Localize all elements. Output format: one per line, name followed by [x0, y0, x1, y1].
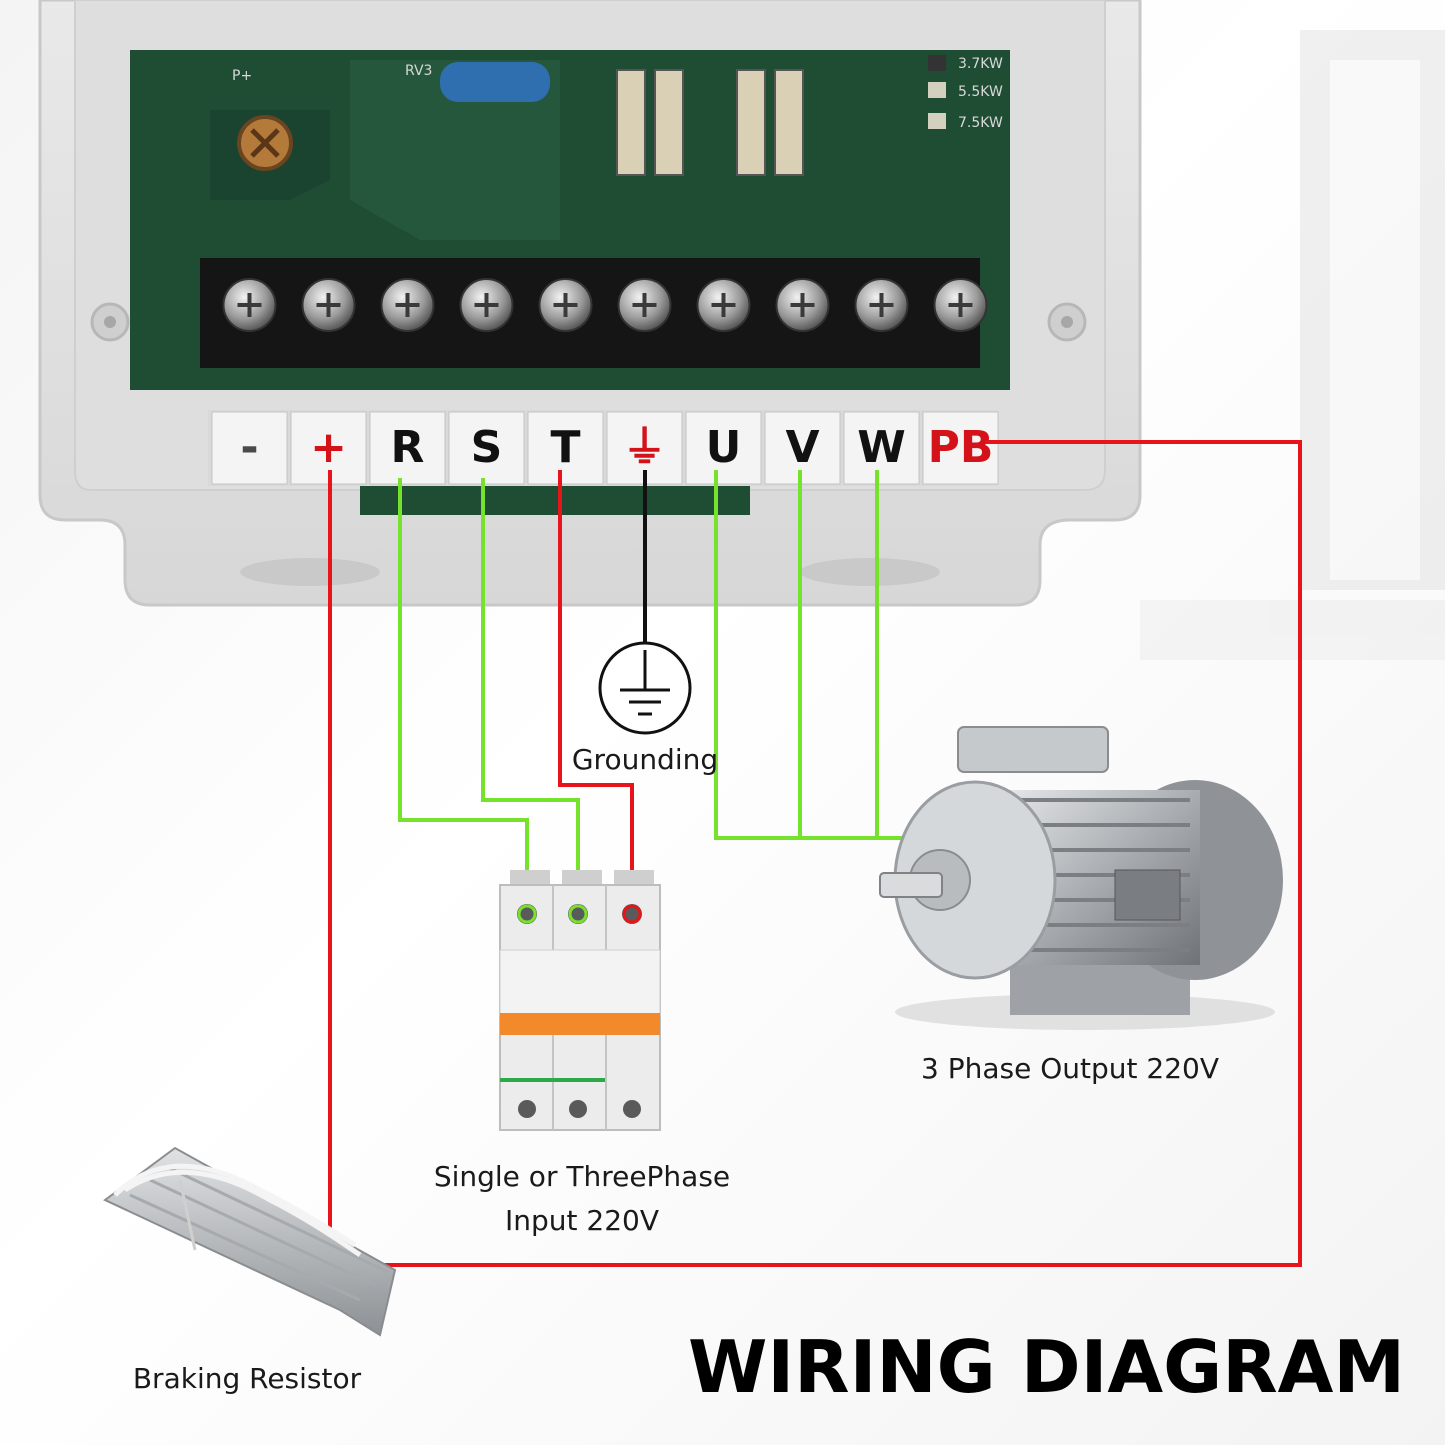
terminal-label: + — [310, 422, 347, 473]
wires — [328, 440, 1302, 1267]
terminal-label: W — [857, 422, 906, 473]
terminal-label-box — [922, 411, 999, 485]
wire-t-to-breaker — [558, 470, 634, 908]
terminal-screw-slot — [474, 293, 499, 317]
terminal-label-box — [448, 411, 525, 485]
option-marker-3-7 — [928, 55, 946, 71]
terminal-label-box — [764, 411, 841, 485]
terminal-label: - — [240, 422, 258, 473]
power-option-7-5kw: 7.5KW — [958, 115, 1003, 131]
terminal-screw-slot — [553, 293, 578, 317]
terminal-label: U — [706, 422, 742, 473]
braking-resistor-icon — [103, 1146, 397, 1337]
wire-u-to-motor — [714, 470, 910, 840]
terminal-screw-slot — [395, 293, 420, 317]
terminal-label: ⏚ — [623, 422, 667, 473]
option-marker-7-5 — [928, 113, 946, 129]
power-option-5-5kw: 5.5KW — [958, 84, 1003, 100]
grounding-caption: Grounding — [572, 743, 718, 776]
varistor-icon — [440, 62, 550, 102]
breaker-handle — [500, 1013, 660, 1035]
terminal-screw-slot — [790, 293, 815, 317]
silkscreen-rv3: RV3 — [405, 63, 432, 79]
input-caption-line2: Input 220V — [505, 1204, 659, 1237]
terminal-screws — [222, 278, 988, 332]
terminal-label: R — [391, 422, 425, 473]
option-marker-5-5 — [928, 82, 946, 98]
terminal-label-box — [527, 411, 604, 485]
terminal-label-box — [211, 411, 288, 485]
wire-pb-to-resistor — [390, 440, 1302, 1267]
output-caption: 3 Phase Output 220V — [921, 1052, 1219, 1085]
wire-r-to-breaker — [398, 478, 529, 908]
terminal-label: S — [471, 422, 503, 473]
silkscreen-p-plus: P+ — [232, 68, 252, 84]
power-option-3-7kw: 3.7KW — [958, 56, 1003, 72]
wire-s-to-breaker — [481, 478, 580, 908]
jumpers — [616, 69, 804, 176]
terminal-label-box — [685, 411, 762, 485]
motor-icon — [879, 726, 1283, 1030]
terminal-label: V — [785, 422, 819, 473]
terminal-label: PB — [928, 422, 994, 473]
grounding-icon — [598, 641, 692, 735]
terminal-screw-slot — [316, 293, 341, 317]
terminal-screw-slot — [948, 293, 973, 317]
terminal-label: T — [550, 422, 580, 473]
diagram-title: WIRING DIAGRAM — [688, 1325, 1405, 1409]
resistor-caption: Braking Resistor — [133, 1362, 362, 1395]
terminal-screw-slot — [711, 293, 736, 317]
background-decor — [1140, 30, 1445, 660]
circuit-breaker-icon — [499, 870, 661, 1131]
terminal-screw-slot — [237, 293, 262, 317]
terminal-label-box — [369, 411, 446, 485]
input-caption-line1: Single or ThreePhase — [434, 1160, 730, 1193]
terminal-screw-slot — [869, 293, 894, 317]
terminal-label-box — [843, 411, 920, 485]
terminal-screw-slot — [632, 293, 657, 317]
